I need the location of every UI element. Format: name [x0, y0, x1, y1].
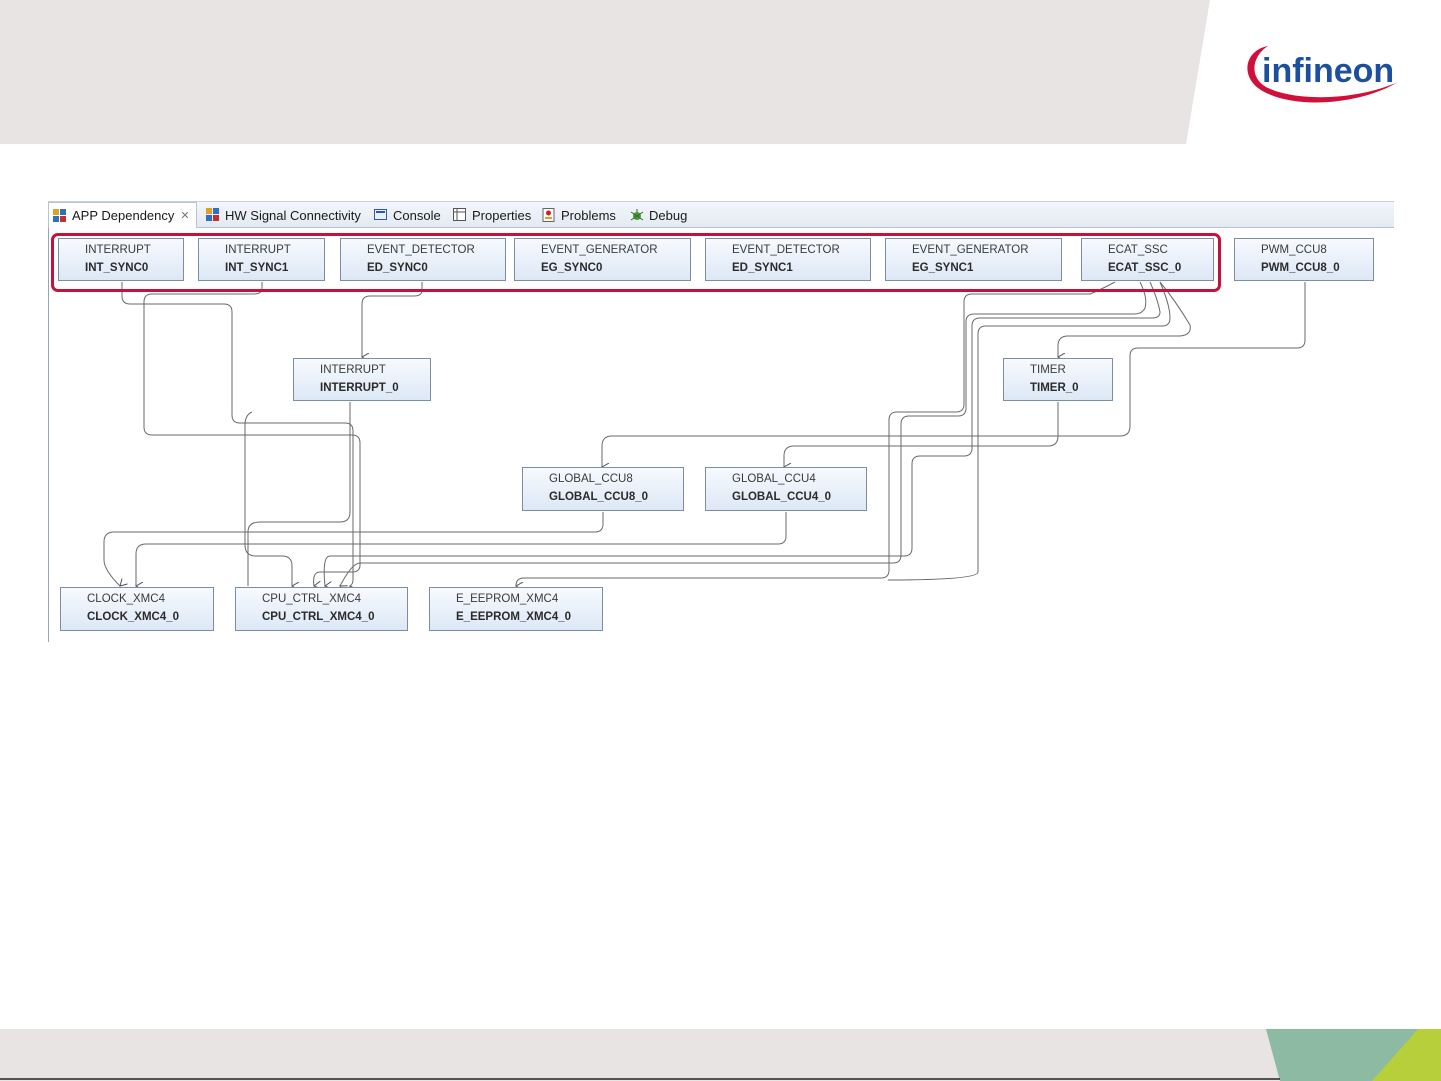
- tab-label: Properties: [472, 207, 532, 223]
- app-node-eg-sync0[interactable]: EVENT_GENERATOR EG_SYNC0: [514, 238, 691, 281]
- node-instance: INT_SYNC0: [85, 262, 149, 274]
- node-instance: INTERRUPT_0: [320, 382, 399, 394]
- header-band: [0, 0, 1210, 144]
- app-node-int-sync1[interactable]: INTERRUPT INT_SYNC1: [198, 238, 325, 281]
- node-type: PWM_CCU8: [1261, 244, 1327, 256]
- console-icon: [374, 208, 388, 222]
- app-node-interrupt-0[interactable]: INTERRUPT INTERRUPT_0: [293, 358, 431, 401]
- hw-signal-icon: [206, 208, 220, 222]
- tab-label: Problems: [561, 207, 616, 223]
- tab-properties[interactable]: Properties: [453, 202, 531, 228]
- close-icon[interactable]: ✕: [180, 210, 190, 222]
- app-node-ed-sync0[interactable]: EVENT_DETECTOR ED_SYNC0: [340, 238, 506, 281]
- node-type: INTERRUPT: [320, 364, 386, 376]
- view-tab-bar: APP Dependency ✕ HW Signal Connectivity …: [48, 201, 1394, 228]
- node-instance: CPU_CTRL_XMC4_0: [262, 611, 375, 623]
- node-instance: ED_SYNC0: [367, 262, 428, 274]
- node-instance: GLOBAL_CCU4_0: [732, 491, 832, 503]
- node-type: EVENT_GENERATOR: [541, 244, 658, 256]
- properties-icon: [453, 208, 467, 222]
- tab-hw-signal-connectivity[interactable]: HW Signal Connectivity: [206, 202, 361, 228]
- tab-label: HW Signal Connectivity: [225, 207, 361, 223]
- footer-band: [0, 1029, 1441, 1081]
- node-type: TIMER: [1030, 364, 1066, 376]
- node-type: EVENT_GENERATOR: [912, 244, 1029, 256]
- app-node-global-ccu4[interactable]: GLOBAL_CCU4 GLOBAL_CCU4_0: [705, 467, 867, 511]
- problems-icon: [542, 208, 556, 222]
- node-instance: E_EEPROM_XMC4_0: [456, 611, 572, 623]
- app-node-int-sync0[interactable]: INTERRUPT INT_SYNC0: [58, 238, 184, 281]
- node-type: GLOBAL_CCU8: [549, 473, 633, 485]
- node-instance: EG_SYNC1: [912, 262, 974, 274]
- app-node-pwm-ccu8[interactable]: PWM_CCU8 PWM_CCU8_0: [1234, 238, 1374, 281]
- node-type: E_EEPROM_XMC4: [456, 593, 559, 605]
- app-node-ecat-ssc[interactable]: ECAT_SSC ECAT_SSC_0: [1081, 238, 1214, 281]
- logo-text: infineon: [1262, 52, 1394, 90]
- tab-label: APP Dependency: [72, 208, 175, 223]
- tab-app-dependency[interactable]: APP Dependency ✕: [48, 202, 197, 228]
- node-instance: TIMER_0: [1030, 382, 1079, 394]
- node-instance: ED_SYNC1: [732, 262, 793, 274]
- app-node-eg-sync1[interactable]: EVENT_GENERATOR EG_SYNC1: [885, 238, 1062, 281]
- app-node-global-ccu8[interactable]: GLOBAL_CCU8 GLOBAL_CCU8_0: [522, 467, 684, 511]
- node-type: CPU_CTRL_XMC4: [262, 593, 362, 605]
- app-node-timer-0[interactable]: TIMER TIMER_0: [1003, 358, 1113, 401]
- node-type: GLOBAL_CCU4: [732, 473, 816, 485]
- node-instance: EG_SYNC0: [541, 262, 603, 274]
- debug-icon: [630, 208, 644, 222]
- node-type: ECAT_SSC: [1108, 244, 1168, 256]
- highlight-frame: [51, 233, 1221, 292]
- node-type: EVENT_DETECTOR: [367, 244, 475, 256]
- node-type: INTERRUPT: [225, 244, 291, 256]
- node-instance: CLOCK_XMC4_0: [87, 611, 180, 623]
- node-instance: ECAT_SSC_0: [1108, 262, 1182, 274]
- node-type: EVENT_DETECTOR: [732, 244, 840, 256]
- node-instance: PWM_CCU8_0: [1261, 262, 1340, 274]
- tab-label: Console: [393, 207, 441, 223]
- node-type: INTERRUPT: [85, 244, 151, 256]
- tab-debug[interactable]: Debug: [630, 202, 687, 228]
- app-dependency-icon: [53, 208, 67, 223]
- node-type: CLOCK_XMC4: [87, 593, 165, 605]
- tab-label: Debug: [649, 207, 688, 223]
- node-instance: INT_SYNC1: [225, 262, 289, 274]
- app-node-ed-sync1[interactable]: EVENT_DETECTOR ED_SYNC1: [705, 238, 871, 281]
- app-node-cpu-ctrl-xmc4[interactable]: CPU_CTRL_XMC4 CPU_CTRL_XMC4_0: [235, 587, 408, 631]
- tab-problems[interactable]: Problems: [542, 202, 616, 228]
- tab-console[interactable]: Console: [374, 202, 441, 228]
- node-instance: GLOBAL_CCU8_0: [549, 491, 649, 503]
- infineon-logo: infineon: [1238, 38, 1403, 108]
- app-node-e-eeprom-xmc4[interactable]: E_EEPROM_XMC4 E_EEPROM_XMC4_0: [429, 587, 603, 631]
- app-node-clock-xmc4[interactable]: CLOCK_XMC4 CLOCK_XMC4_0: [60, 587, 214, 631]
